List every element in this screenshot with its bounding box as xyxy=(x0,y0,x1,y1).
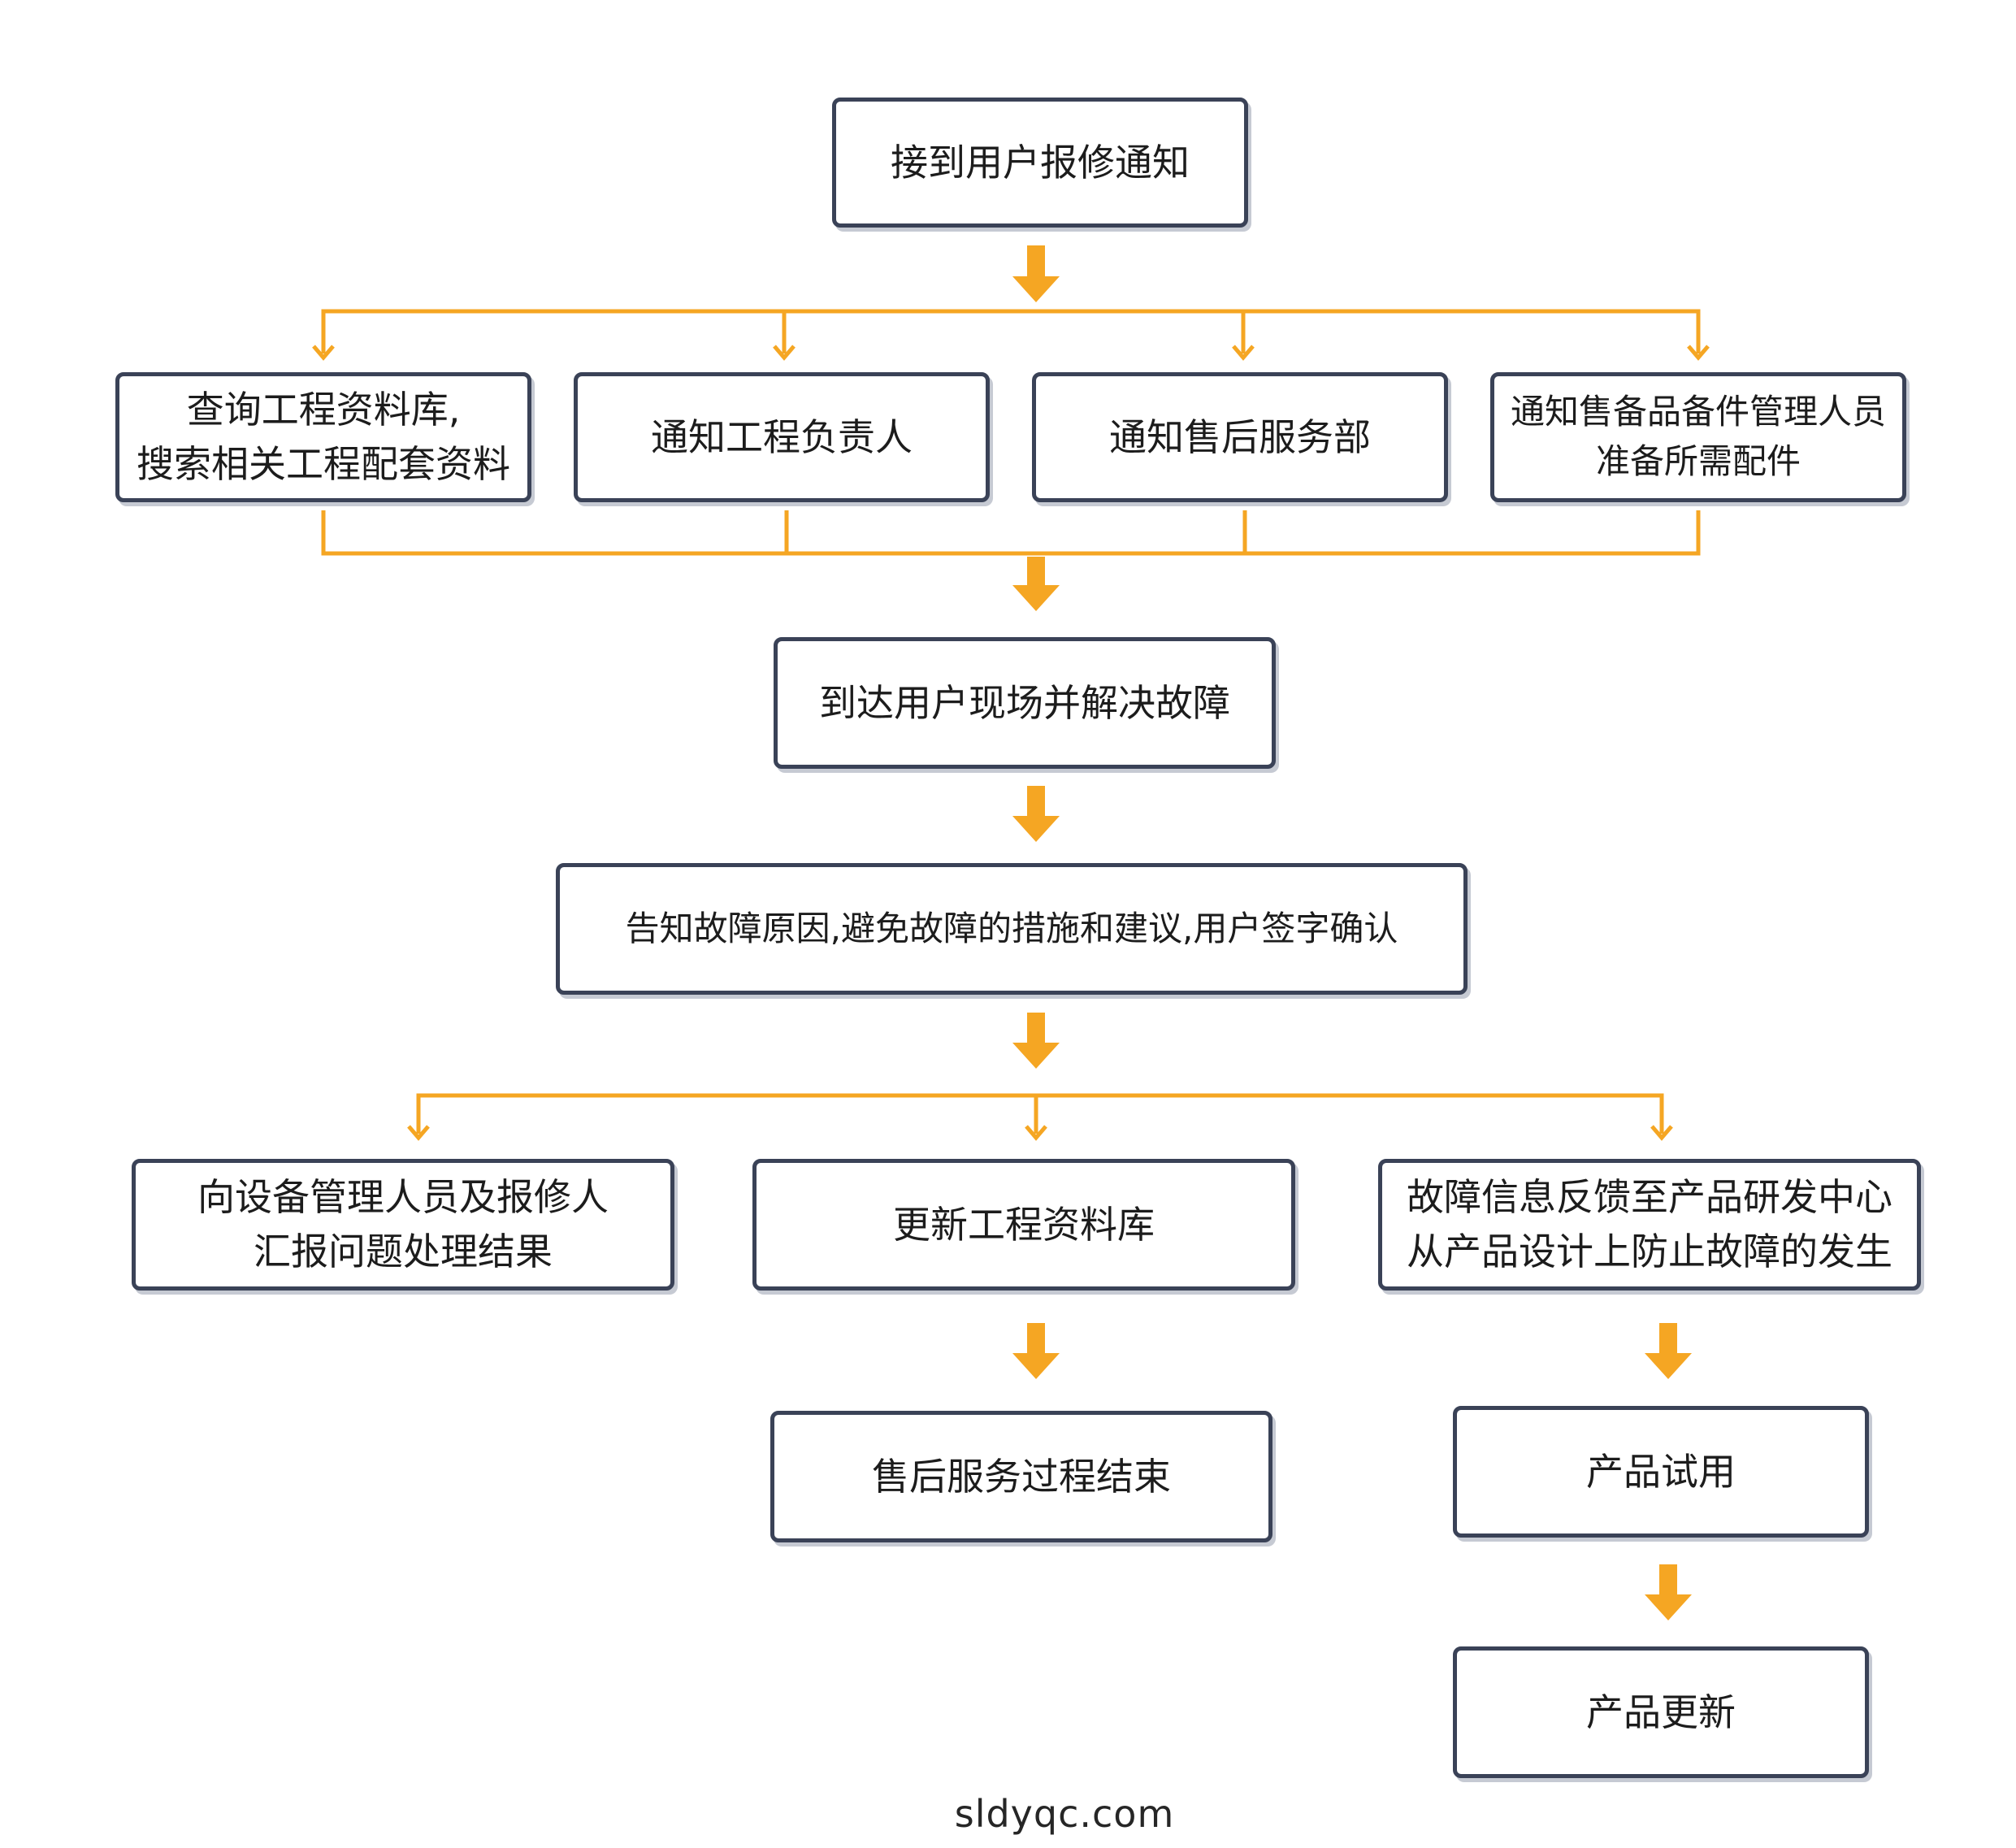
node-feedback-rd: 故障信息反馈至产品研发中心 从产品设计上防止故障的发生 xyxy=(1378,1159,1921,1291)
watermark-text: sldyqc.com xyxy=(954,1792,1175,1836)
branch-merge-connector xyxy=(321,510,1701,556)
node-notify-spare-parts: 通知售备品备件管理人员 准备所需配件 xyxy=(1490,372,1906,502)
node-service-end: 售后服务过程结束 xyxy=(770,1411,1272,1542)
node-text-line1: 查询工程资料库, xyxy=(186,388,461,432)
node-text-line1: 通知售备品备件管理人员 xyxy=(1510,392,1886,432)
node-inform-user: 告知故障原因,避免故障的措施和建议,用户签字确认 xyxy=(556,863,1468,995)
block-arrow-5 xyxy=(1012,1323,1060,1379)
node-text-line2: 从产品设计上防止故障的发生 xyxy=(1407,1230,1892,1273)
arrowhead-to-update-database xyxy=(1025,1125,1047,1141)
node-query-database: 查询工程资料库, 搜索相关工程配套资料 xyxy=(115,372,531,502)
outcome-split-connector xyxy=(416,1093,1664,1134)
arrowhead-to-report-result xyxy=(407,1125,430,1141)
node-text-line1: 故障信息反馈至产品研发中心 xyxy=(1407,1175,1892,1220)
node-product-trial: 产品试用 xyxy=(1453,1406,1869,1538)
block-arrow-1 xyxy=(1012,245,1060,302)
node-update-database: 更新工程资料库 xyxy=(752,1159,1295,1291)
node-text: 告知故障原因,避免故障的措施和建议,用户签字确认 xyxy=(625,908,1398,948)
node-text: 产品试用 xyxy=(1586,1449,1736,1494)
node-text-line1: 向设备管理人员及报修人 xyxy=(197,1175,609,1220)
node-text: 通知工程负责人 xyxy=(651,414,913,459)
block-arrow-4 xyxy=(1012,1013,1060,1069)
block-arrow-7 xyxy=(1645,1564,1692,1620)
node-text-line2: 准备所需配件 xyxy=(1595,441,1801,481)
node-arrive-fix: 到达用户现场并解决故障 xyxy=(774,637,1276,769)
node-notify-service: 通知售后服务部 xyxy=(1032,372,1448,502)
node-report-result: 向设备管理人员及报修人 汇报问题处理结果 xyxy=(132,1159,674,1291)
arrowhead-to-notify-engineer xyxy=(773,345,796,361)
arrowhead-to-notify-spare-parts xyxy=(1687,345,1710,361)
node-text: 接到用户报修通知 xyxy=(891,140,1190,184)
block-arrow-2 xyxy=(1012,557,1060,611)
node-text: 通知售后服务部 xyxy=(1109,414,1371,459)
block-arrow-3 xyxy=(1012,786,1060,842)
node-notify-engineer: 通知工程负责人 xyxy=(574,372,990,502)
node-receive-notice: 接到用户报修通知 xyxy=(832,98,1248,228)
node-text-line2: 搜索相关工程配套资料 xyxy=(137,442,510,486)
node-text-line2: 汇报问题处理结果 xyxy=(254,1230,553,1273)
block-arrow-6 xyxy=(1645,1323,1692,1379)
branch-split-connector xyxy=(321,309,1701,354)
node-text: 产品更新 xyxy=(1586,1690,1736,1734)
node-text: 售后服务过程结束 xyxy=(872,1454,1171,1499)
arrowhead-to-feedback-rd xyxy=(1650,1125,1673,1141)
node-text: 更新工程资料库 xyxy=(893,1202,1155,1247)
node-text: 到达用户现场并解决故障 xyxy=(819,680,1230,725)
node-product-update: 产品更新 xyxy=(1453,1646,1869,1778)
arrowhead-to-query-database xyxy=(312,345,335,361)
arrowhead-to-notify-service xyxy=(1232,345,1255,361)
